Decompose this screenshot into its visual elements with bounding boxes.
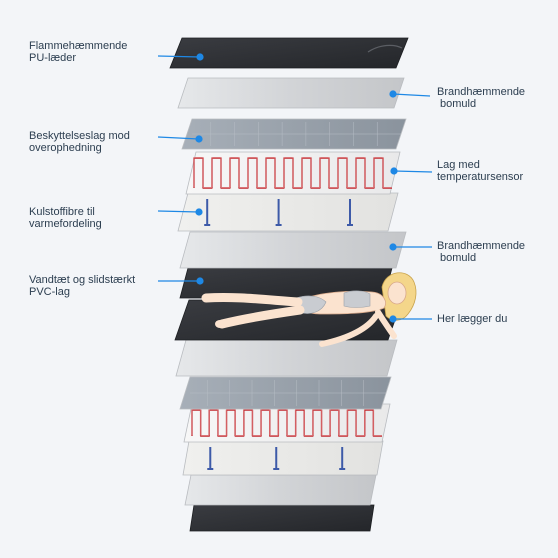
label-carbon: Kulstoffibre til varmefordeling [29, 206, 102, 230]
layer-stack [169, 37, 409, 532]
protection-layer-lower [179, 376, 392, 410]
label-pu-leather: Flammehæmmende PU-læder [29, 40, 128, 64]
carbon-fiber-layer [177, 192, 399, 232]
person-illustration [201, 272, 417, 347]
base-layer-bottom [189, 504, 375, 532]
cotton-layer-bottom [184, 474, 377, 506]
cotton-layer-lower [175, 339, 398, 377]
label-overheat: Beskyttelseslag mod overophedning [29, 130, 130, 154]
overheat-protection-layer [181, 118, 407, 150]
label-cotton-top: Brandhæmmende bomuld [437, 86, 526, 110]
pu-leather-layer [169, 37, 409, 69]
temperature-sensor-layer [185, 151, 401, 195]
label-you: Her lægger du [437, 313, 508, 325]
fiber-layer-lower [182, 440, 384, 476]
cotton-layer-top [177, 77, 405, 109]
label-sensor: Lag med temperatursensor [437, 159, 524, 183]
callouts [157, 53, 433, 323]
heater-layer-lower [183, 403, 391, 443]
label-cotton-mid: Brandhæmmende bomuld [437, 240, 526, 264]
cotton-layer-mid [179, 231, 407, 269]
label-pvc: Vandtæt og slidstærkt PVC-lag [29, 274, 136, 298]
